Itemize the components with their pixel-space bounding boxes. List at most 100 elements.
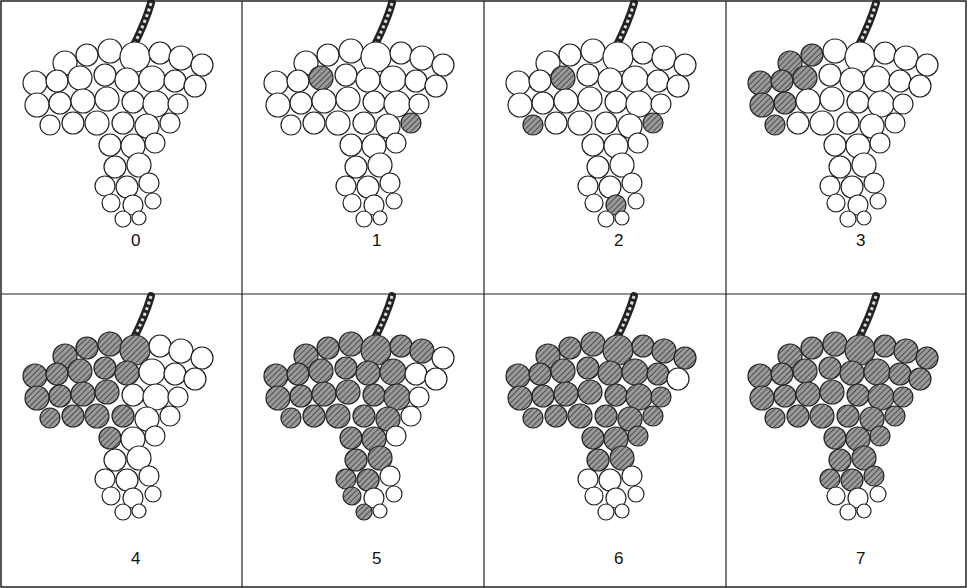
healthy-berry (598, 211, 614, 227)
healthy-berry (373, 211, 387, 225)
healthy-berry (390, 42, 412, 64)
diseased-berry (68, 359, 92, 383)
diseased-berry (801, 337, 823, 359)
healthy-berry (132, 211, 146, 225)
diseased-berry (380, 359, 406, 385)
diseased-berry (787, 405, 809, 427)
healthy-berry (384, 91, 410, 117)
healthy-berry (585, 194, 603, 212)
healthy-berry (139, 466, 159, 486)
diseased-berry (401, 113, 421, 133)
healthy-berry (102, 487, 120, 505)
diseased-berry (339, 332, 363, 356)
diseased-berry (71, 382, 95, 406)
diseased-berry (674, 347, 696, 369)
healthy-berry (578, 176, 598, 196)
healthy-berry (266, 93, 290, 117)
diseased-berry (750, 93, 774, 117)
grape-bunch (506, 296, 696, 520)
diseased-berry (290, 385, 312, 407)
healthy-berry (85, 111, 109, 135)
stem-texture (858, 3, 876, 47)
healthy-berry (115, 68, 139, 92)
healthy-berry (122, 384, 144, 406)
healthy-berry (628, 193, 644, 209)
healthy-berry (335, 64, 357, 86)
diseased-berry (363, 384, 385, 406)
healthy-berry (168, 387, 188, 407)
healthy-berry (529, 70, 551, 92)
healthy-berry (598, 68, 622, 92)
healthy-berry (598, 504, 614, 520)
healthy-berry (356, 211, 372, 227)
healthy-berry (169, 46, 193, 70)
healthy-berry (143, 91, 169, 117)
diseased-berry (336, 469, 356, 489)
healthy-berry (46, 70, 68, 92)
grape-bunches (23, 3, 938, 520)
healthy-berry (796, 89, 820, 113)
diseased-berry (356, 361, 380, 385)
stem (374, 296, 392, 340)
healthy-berry (40, 115, 60, 135)
healthy-berry (99, 134, 121, 156)
healthy-berry (353, 112, 375, 134)
healthy-berry (94, 64, 116, 86)
healthy-berry (628, 133, 648, 153)
diseased-berry (810, 404, 834, 428)
stem (374, 3, 392, 47)
healthy-berry (102, 194, 120, 212)
diseased-berry (287, 363, 309, 385)
healthy-berry (373, 504, 387, 518)
diseased-berry (343, 487, 361, 505)
diseased-berry (652, 339, 676, 363)
diseased-berry (628, 426, 648, 446)
diseased-berry (840, 361, 864, 385)
diseased-berry (622, 359, 648, 385)
diseased-berry (864, 466, 884, 486)
healthy-berry (409, 387, 429, 407)
diseased-berry (894, 339, 918, 363)
healthy-berry (870, 133, 890, 153)
diseased-berry (410, 339, 434, 363)
grape-bunch (748, 296, 938, 520)
healthy-berry (626, 91, 652, 117)
healthy-berry (139, 66, 165, 92)
healthy-berry (864, 66, 890, 92)
healthy-berry (432, 347, 454, 369)
diseased-berry (864, 359, 890, 385)
diseased-berry (771, 363, 793, 385)
healthy-berry (191, 54, 213, 76)
diseased-berry (874, 335, 896, 357)
stem-texture (374, 3, 392, 47)
diseased-berry (95, 380, 119, 404)
healthy-berry (508, 93, 532, 117)
diseased-berry (837, 405, 859, 427)
diseased-berry (523, 115, 543, 135)
diseased-berry (581, 332, 605, 356)
healthy-berry (169, 339, 193, 363)
healthy-berry (622, 66, 648, 92)
severity-class-number: 0 (128, 231, 143, 250)
severity-class-number: 2 (611, 231, 626, 250)
healthy-berry (386, 133, 406, 153)
diseased-berry (793, 359, 817, 383)
healthy-berry (632, 42, 654, 64)
healthy-berry (49, 92, 71, 114)
severity-class-number: 3 (853, 231, 868, 250)
diseased-berry (916, 347, 938, 369)
diseased-berry (643, 406, 663, 426)
diseased-berry (94, 357, 116, 379)
diseased-berry (587, 449, 609, 471)
healthy-berry (68, 66, 92, 90)
healthy-berry (149, 42, 171, 64)
diseased-berry (40, 408, 60, 428)
diseased-berry (112, 405, 134, 427)
diseased-berry (508, 386, 532, 410)
diseased-berry (643, 113, 663, 133)
healthy-berry (160, 406, 180, 426)
healthy-berry (810, 111, 834, 135)
healthy-berry (829, 156, 851, 178)
healthy-berry (615, 211, 629, 225)
